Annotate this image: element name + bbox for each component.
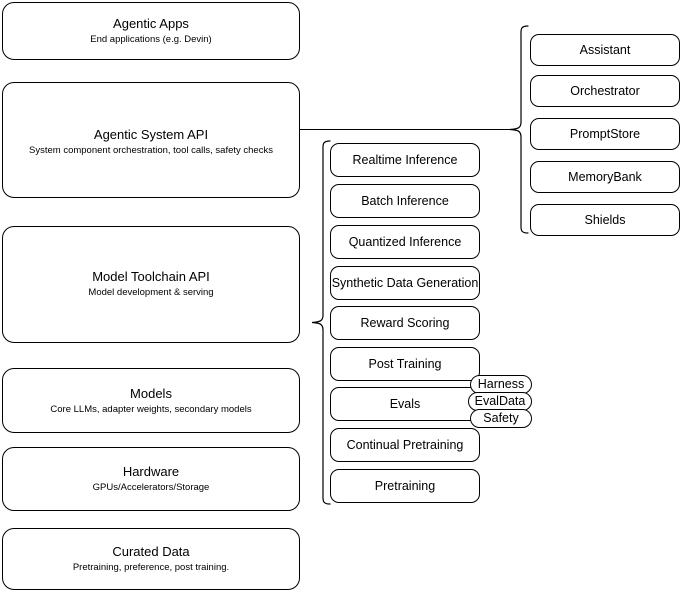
capability-chip-reward-scoring[interactable]: Reward Scoring bbox=[330, 306, 480, 340]
component-chip-promptstore[interactable]: PromptStore bbox=[530, 118, 680, 150]
layer-title: Agentic System API bbox=[93, 127, 209, 142]
chip-label: Batch Inference bbox=[361, 194, 449, 208]
chip-label: Assistant bbox=[579, 43, 631, 57]
eval-badge-safety[interactable]: Safety bbox=[470, 409, 532, 428]
layer-subtitle: GPUs/Accelerators/Storage bbox=[92, 482, 210, 493]
layer-title: Models bbox=[130, 385, 172, 401]
layer-title: Hardware bbox=[122, 464, 180, 479]
chip-label: PromptStore bbox=[569, 127, 641, 141]
component-chip-shields[interactable]: Shields bbox=[530, 204, 680, 236]
layer-subtitle: Model development & serving bbox=[88, 287, 214, 298]
capability-chip-realtime-inference[interactable]: Realtime Inference bbox=[330, 143, 480, 177]
layer-title: Model Toolchain API bbox=[92, 269, 210, 284]
chip-label: Synthetic Data Generation bbox=[331, 276, 479, 290]
layer-title: Curated Data bbox=[112, 544, 190, 559]
connector-agentic-system-api bbox=[300, 129, 510, 130]
chip-label: Continual Pretraining bbox=[346, 438, 464, 452]
layer-subtitle: System component orchestration, tool cal… bbox=[29, 145, 273, 156]
capability-chip-evals[interactable]: Evals bbox=[330, 387, 480, 421]
component-chip-memorybank[interactable]: MemoryBank bbox=[530, 161, 680, 193]
layer-box-agentic-apps[interactable]: Agentic Apps End applications (e.g. Devi… bbox=[2, 2, 300, 60]
capability-chip-quantized-inference[interactable]: Quantized Inference bbox=[330, 225, 480, 259]
layer-box-agentic-system-api[interactable]: Agentic System API System component orch… bbox=[2, 82, 300, 198]
capability-chip-batch-inference[interactable]: Batch Inference bbox=[330, 184, 480, 218]
badge-label: Harness bbox=[477, 377, 525, 391]
badge-label: Safety bbox=[483, 411, 519, 425]
layer-box-curated-data[interactable]: Curated Data Pretraining, preference, po… bbox=[2, 528, 300, 590]
badge-label: EvalData bbox=[474, 394, 526, 408]
chip-label: Shields bbox=[584, 213, 626, 227]
layer-box-hardware[interactable]: Hardware GPUs/Accelerators/Storage bbox=[2, 447, 300, 511]
capability-chip-synthetic-data-generation[interactable]: Synthetic Data Generation bbox=[330, 266, 480, 300]
capability-chip-continual-pretraining[interactable]: Continual Pretraining bbox=[330, 428, 480, 462]
layer-subtitle: Core LLMs, adapter weights, secondary mo… bbox=[50, 403, 252, 415]
capability-chip-pretraining[interactable]: Pretraining bbox=[330, 469, 480, 503]
chip-label: Reward Scoring bbox=[360, 316, 450, 330]
capability-chip-post-training[interactable]: Post Training bbox=[330, 347, 480, 381]
chip-label: MemoryBank bbox=[568, 170, 642, 184]
component-chip-assistant[interactable]: Assistant bbox=[530, 34, 680, 66]
chip-label: Orchestrator bbox=[570, 84, 640, 98]
chip-label: Pretraining bbox=[374, 479, 436, 493]
eval-badge-evaldata[interactable]: EvalData bbox=[468, 392, 532, 411]
layer-box-model-toolchain-api[interactable]: Model Toolchain API Model development & … bbox=[2, 226, 300, 343]
layer-box-models[interactable]: Models Core LLMs, adapter weights, secon… bbox=[2, 368, 300, 433]
chip-label: Realtime Inference bbox=[352, 153, 458, 167]
layer-subtitle: Pretraining, preference, post training. bbox=[72, 562, 230, 573]
layer-subtitle: End applications (e.g. Devin) bbox=[90, 34, 212, 45]
chip-label: Quantized Inference bbox=[348, 235, 462, 249]
chip-label: Evals bbox=[389, 397, 421, 411]
chip-label: Post Training bbox=[368, 357, 442, 371]
layer-title: Agentic Apps bbox=[113, 16, 189, 31]
component-chip-orchestrator[interactable]: Orchestrator bbox=[530, 75, 680, 107]
